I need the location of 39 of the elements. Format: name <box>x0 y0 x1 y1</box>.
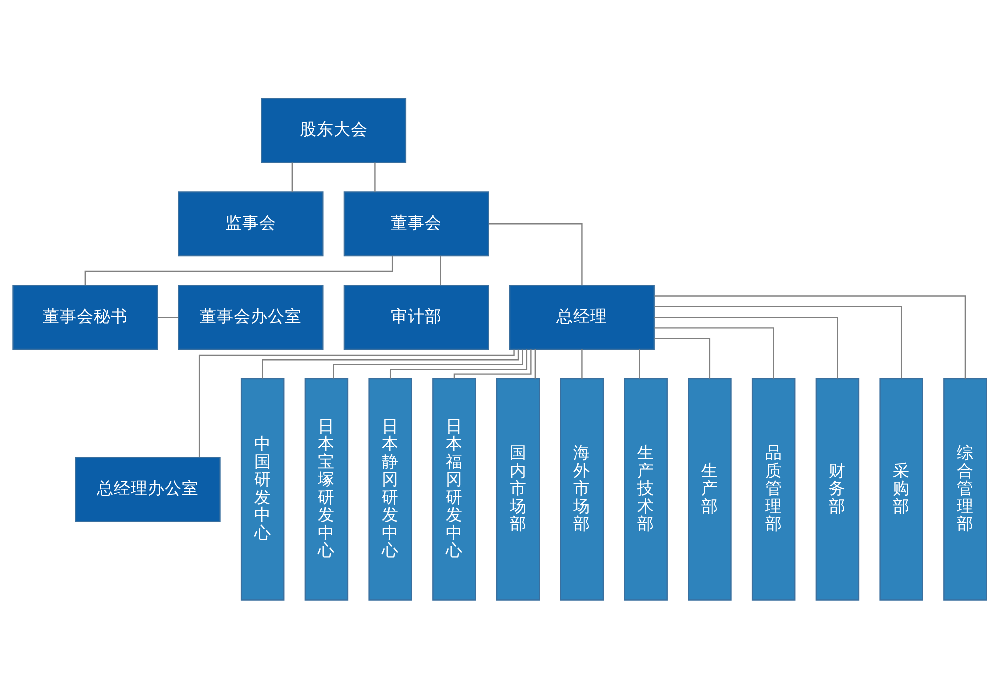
connector <box>440 256 442 285</box>
connector <box>84 256 394 286</box>
node-box: 采购部 <box>880 378 924 600</box>
connector <box>390 349 528 379</box>
node-box: 综合管理部 <box>944 378 988 600</box>
connector <box>638 349 640 378</box>
connector <box>489 223 583 285</box>
node-box: 日本宝塚研发中心 <box>304 378 349 600</box>
node-box: 生产部 <box>688 378 732 600</box>
node-box: 生产技术部 <box>624 378 668 600</box>
connector <box>198 349 515 457</box>
node-box: 总经理 <box>509 284 655 350</box>
node-box: 国内市场部 <box>496 378 540 600</box>
node-box: 董事会秘书 <box>12 284 158 350</box>
connector <box>582 349 583 378</box>
connector <box>158 316 178 318</box>
node-box: 品质管理部 <box>752 378 796 600</box>
node-box: 日本福冈研发中心 <box>432 378 476 600</box>
connector <box>292 162 293 192</box>
node-box: 总经理办公室 <box>75 456 221 522</box>
node-box: 中国研发中心 <box>240 378 285 600</box>
node-box: 日本静冈研发中心 <box>368 378 412 600</box>
node-box: 海外市场部 <box>560 378 604 600</box>
connector <box>262 349 520 378</box>
connector <box>454 349 532 378</box>
connector <box>654 327 774 378</box>
node-box: 股东大会 <box>261 98 407 163</box>
connector <box>654 338 711 378</box>
node-box: 监事会 <box>178 191 324 256</box>
connector <box>534 349 536 378</box>
connector <box>654 295 966 378</box>
node-box: 审计部 <box>344 284 490 350</box>
connector <box>654 316 838 378</box>
node-box: 财务部 <box>816 378 860 600</box>
node-box: 董事会 <box>344 191 490 256</box>
connector <box>654 306 902 378</box>
connector <box>333 349 524 378</box>
node-box: 董事会办公室 <box>178 284 324 350</box>
connector <box>374 162 376 192</box>
